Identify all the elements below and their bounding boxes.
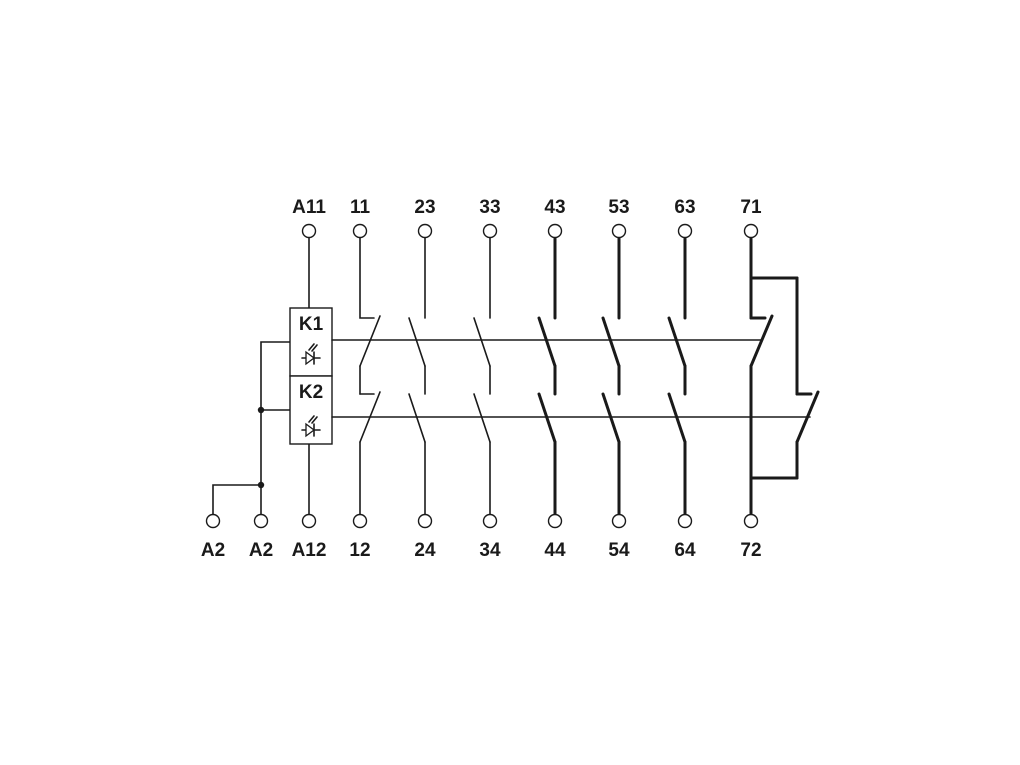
- contact-71-72: [749, 236, 820, 516]
- label-63: 63: [674, 197, 695, 218]
- terminal-53: [611, 223, 627, 239]
- label-23: 23: [414, 197, 435, 218]
- bottom-labels: A2 A2 A12 12 24 34 44 54 64 72: [201, 540, 762, 561]
- contact-63-64: [667, 236, 687, 516]
- terminal-23: [417, 223, 433, 239]
- label-72: 72: [740, 540, 761, 561]
- contact-33-34: [473, 237, 491, 515]
- contact-43-44: [537, 236, 557, 516]
- label-71: 71: [740, 197, 762, 218]
- linkage-lines: [331, 339, 811, 418]
- wire-A2-bridge: [212, 484, 262, 515]
- terminal-63: [677, 223, 693, 239]
- label-A12: A12: [292, 540, 327, 561]
- terminal-71: [743, 223, 759, 239]
- label-44: 44: [544, 540, 566, 561]
- coil-wiring: [212, 237, 310, 515]
- terminal-34: [482, 513, 498, 529]
- contact-23-24: [408, 237, 426, 515]
- label-12: 12: [349, 540, 370, 561]
- terminal-54: [611, 513, 627, 529]
- terminal-72: [743, 513, 759, 529]
- junction-dot: [257, 406, 265, 414]
- label-54: 54: [608, 540, 630, 561]
- label-34: 34: [479, 540, 501, 561]
- led-icon: [301, 415, 321, 438]
- relay-k1-label: K1: [299, 314, 324, 335]
- label-A2-1: A2: [201, 540, 225, 561]
- terminal-24: [417, 513, 433, 529]
- terminal-11: [352, 223, 368, 239]
- contact-53-54: [601, 236, 621, 516]
- label-A11: A11: [292, 197, 326, 218]
- label-33: 33: [479, 197, 500, 218]
- terminal-64: [677, 513, 693, 529]
- top-labels: A11 11 23 33 43 53 63 71: [292, 197, 762, 218]
- terminal-A2: [205, 513, 221, 529]
- led-icon: [301, 343, 321, 366]
- label-53: 53: [608, 197, 629, 218]
- label-24: 24: [414, 540, 436, 561]
- wire-A2-bus: [260, 341, 291, 515]
- terminal-A11: [301, 223, 317, 239]
- relay-k2-label: K2: [299, 382, 323, 403]
- terminal-43: [547, 223, 563, 239]
- label-11: 11: [350, 197, 371, 218]
- terminal-12: [352, 513, 368, 529]
- terminal-44: [547, 513, 563, 529]
- label-64: 64: [674, 540, 696, 561]
- label-43: 43: [544, 197, 565, 218]
- terminal-A2: [253, 513, 269, 529]
- junction-dot: [257, 481, 265, 489]
- terminal-A12: [301, 513, 317, 529]
- label-A2-2: A2: [249, 540, 273, 561]
- contact-11-12: [359, 237, 381, 515]
- relay-block: K1 K2: [289, 307, 333, 445]
- terminal-33: [482, 223, 498, 239]
- terminals: [205, 223, 759, 529]
